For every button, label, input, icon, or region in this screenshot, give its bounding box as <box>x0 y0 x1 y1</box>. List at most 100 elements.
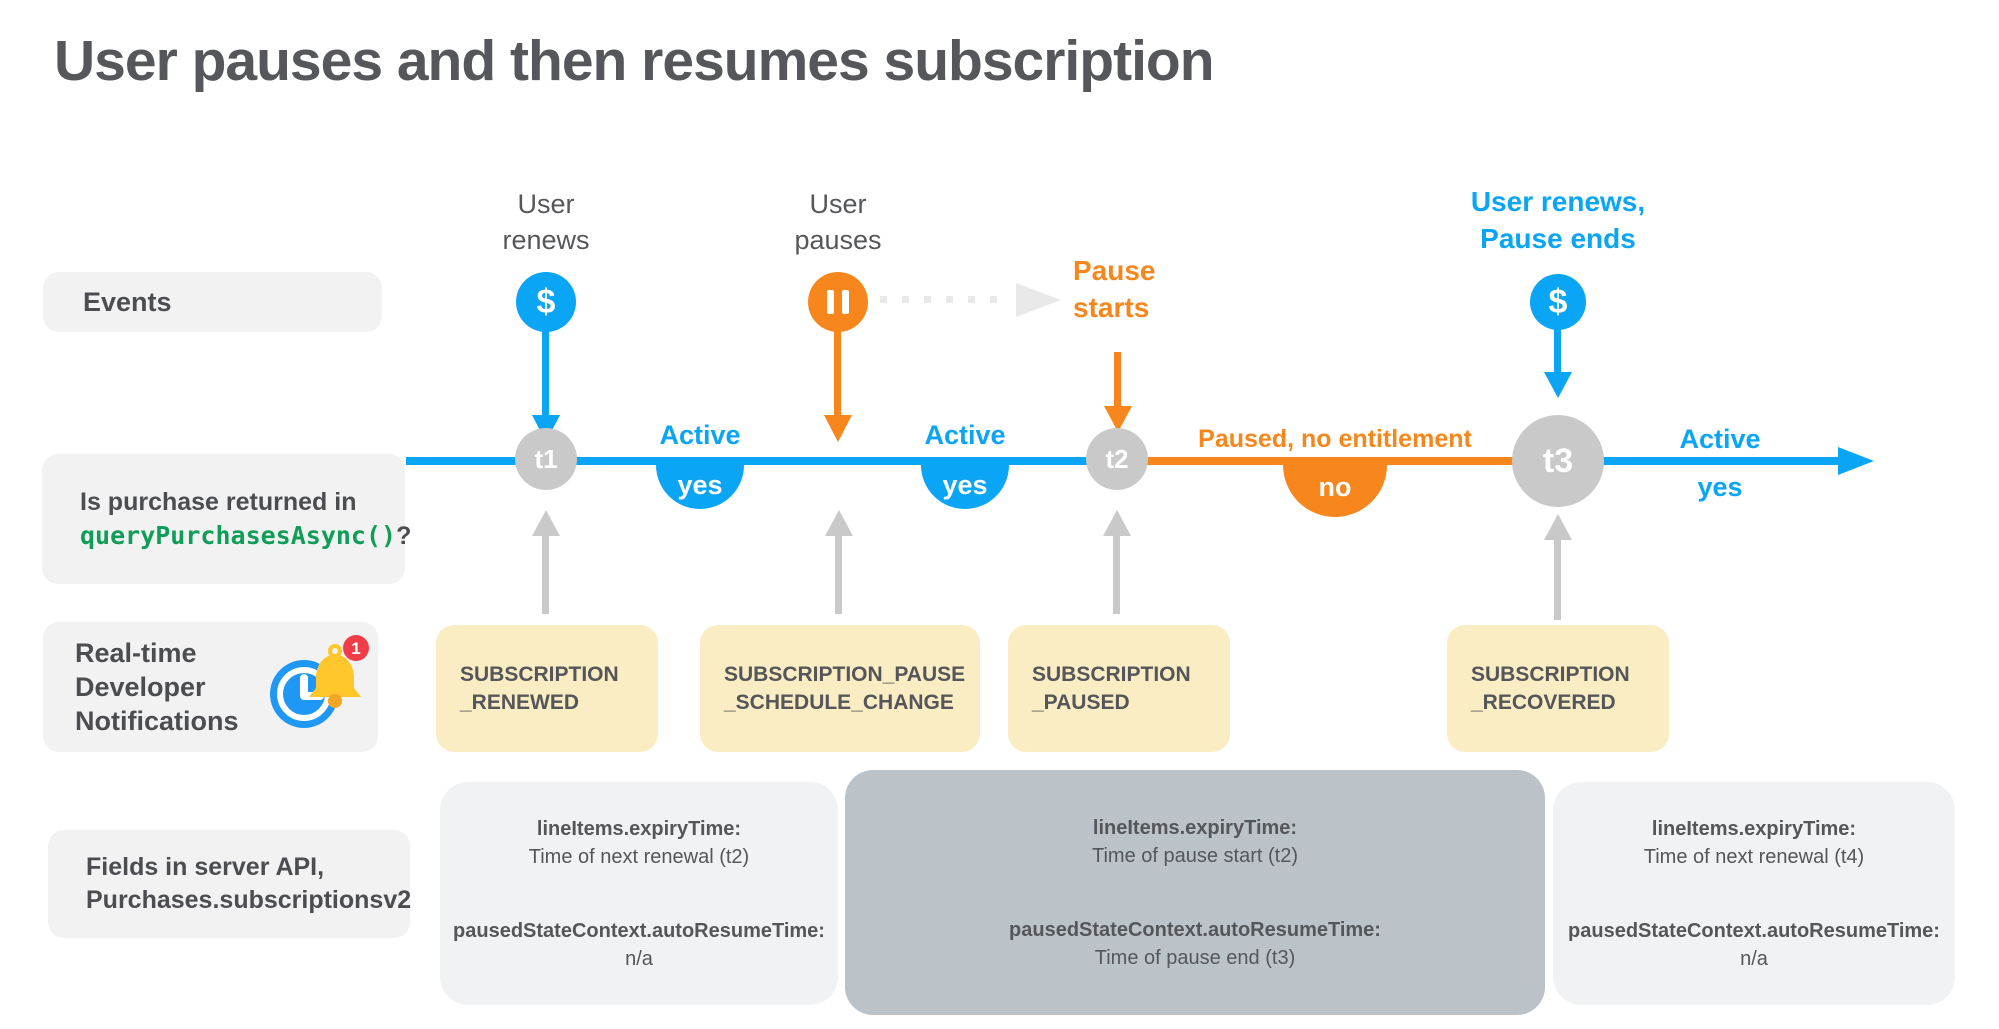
rtdn-label-line2: Developer <box>75 672 206 702</box>
rtdn-box1-line1: SUBSCRIPTION <box>460 662 619 686</box>
rtdn-label-line1: Real-time <box>75 638 197 668</box>
rtdn-box-pause-schedule-change: SUBSCRIPTION_PAUSE _SCHEDULE_CHANGE <box>700 625 980 752</box>
api-box3-stanza1: lineItems.expiryTime: Time of next renew… <box>1553 815 1955 871</box>
user-renews-pause-ends-label: User renews, Pause ends <box>1408 183 1708 257</box>
segment4-state: Active <box>1679 424 1761 454</box>
fields-label-line1: Fields in server API, <box>86 853 325 881</box>
api-box3-field2: pausedStateContext.autoResumeTime: <box>1568 919 1940 942</box>
segment2-answer-bubble: yes <box>921 465 1009 509</box>
timeline-segment-active1 <box>406 457 1117 465</box>
renew2-arrow-head <box>1544 372 1572 398</box>
pause-starts-line2: starts <box>1073 292 1150 323</box>
rtdn-box4-line1: SUBSCRIPTION <box>1471 662 1630 686</box>
marker-t3-label: t3 <box>1542 441 1574 480</box>
dotted-arrow-head <box>1016 283 1061 317</box>
dollar-glyph-2: $ <box>1548 282 1568 321</box>
segment3-answer-bubble: no <box>1283 465 1387 517</box>
rtdn-box1-line2: _RENEWED <box>460 690 580 714</box>
dollar-icon-2: $ <box>1530 274 1586 330</box>
notification-badge-count: 1 <box>351 639 360 658</box>
renew1-arrow-shaft <box>542 330 549 415</box>
user-pauses-line2: pauses <box>794 225 882 255</box>
fields-row-label: Fields in server API, Purchases.subscrip… <box>48 830 412 938</box>
api-box1-stanza1: lineItems.expiryTime: Time of next renew… <box>440 815 838 871</box>
rtdn-box2-line2: _SCHEDULE_CHANGE <box>724 690 954 714</box>
rtdn-up-arrow-shaft-3 <box>1113 536 1120 614</box>
pause-starts-arrow-shaft <box>1114 352 1121 406</box>
pause-starts-label: Pause starts <box>1073 252 1233 326</box>
rtdn-up-arrow-head-4 <box>1544 514 1572 540</box>
timeline-segment-paused <box>1117 457 1558 465</box>
segment1-state: Active <box>659 420 741 450</box>
rtdn-up-arrow-head-2 <box>825 510 853 536</box>
query-purchases-code: queryPurchasesAsync() <box>80 521 397 550</box>
marker-t2-label: t2 <box>1105 443 1129 474</box>
user-renews-line1: User <box>517 189 575 219</box>
pause-icon <box>808 272 868 332</box>
api-box2-stanza1: lineItems.expiryTime: Time of pause star… <box>845 814 1545 870</box>
dollar-icon: $ <box>516 272 576 332</box>
pause-arrow-shaft <box>834 330 841 415</box>
purchase-question-line1: Is purchase returned in <box>80 488 357 516</box>
clock-notification-icon: 1 <box>270 635 369 728</box>
api-box3-field1: lineItems.expiryTime: <box>1651 817 1857 840</box>
rtdn-box-subscription-paused: SUBSCRIPTION _PAUSED <box>1008 625 1230 752</box>
pause-starts-arrow-head <box>1104 406 1132 432</box>
user-renews-line2: renews <box>502 225 590 255</box>
api-box1-value1: Time of next renewal (t2) <box>528 845 750 868</box>
timeline-arrow-head <box>1838 447 1874 475</box>
api-box-before-pause: lineItems.expiryTime: Time of next renew… <box>440 782 838 1005</box>
api-box-after-resume: lineItems.expiryTime: Time of next renew… <box>1553 782 1955 1005</box>
api-box1-field1: lineItems.expiryTime: <box>536 817 742 840</box>
rtdn-box4-line2: _RECOVERED <box>1471 690 1616 714</box>
dollar-glyph: $ <box>536 282 556 321</box>
rtdn-up-arrow-shaft-4 <box>1554 540 1561 620</box>
page-title: User pauses and then resumes subscriptio… <box>54 29 1215 93</box>
rtdn-box2-line1: SUBSCRIPTION_PAUSE <box>724 662 966 686</box>
renews-pause-ends-line2: Pause ends <box>1480 223 1636 254</box>
api-box3-stanza2: pausedStateContext.autoResumeTime: n/a <box>1553 917 1955 973</box>
api-box1-stanza2: pausedStateContext.autoResumeTime: n/a <box>440 917 838 973</box>
api-box2-field1: lineItems.expiryTime: <box>1092 816 1298 839</box>
segment3-state: Paused, no entitlement <box>1198 425 1472 453</box>
api-box1-value2: n/a <box>625 947 653 970</box>
user-pauses-line1: User <box>809 189 867 219</box>
rtdn-box-subscription-recovered: SUBSCRIPTION _RECOVERED <box>1447 625 1669 752</box>
api-box-during-pause: lineItems.expiryTime: Time of pause star… <box>845 770 1545 1015</box>
purchase-question-label: Is purchase returned in queryPurchasesAs… <box>42 454 411 584</box>
rtdn-up-arrow-head-3 <box>1103 510 1131 536</box>
api-box2-value2: Time of pause end (t3) <box>1094 946 1296 969</box>
rtdn-up-arrow-shaft-2 <box>835 536 842 614</box>
events-row-label: Events <box>43 272 382 332</box>
rtdn-box-subscription-renewed: SUBSCRIPTION _RENEWED <box>436 625 658 752</box>
timeline-marker-t3: t3 <box>1512 415 1604 507</box>
bell-icon <box>309 654 361 697</box>
pause-arrow-head <box>824 415 852 442</box>
bell-clapper <box>328 694 342 708</box>
timeline-segment-active2 <box>1558 457 1838 465</box>
pause-starts-line1: Pause <box>1073 255 1156 286</box>
api-box1-field2: pausedStateContext.autoResumeTime: <box>453 919 825 942</box>
purchase-question-line2: queryPurchasesAsync()? <box>80 519 411 553</box>
segment1-answer-bubble: yes <box>656 465 744 509</box>
api-box2-field2: pausedStateContext.autoResumeTime: <box>1009 918 1381 941</box>
rtdn-box3-line1: SUBSCRIPTION <box>1032 662 1191 686</box>
user-pauses-label: User pauses <box>728 186 948 258</box>
dotted-arrow-line <box>880 296 1012 303</box>
question-mark: ? <box>396 522 412 550</box>
user-renews-label: User renews <box>436 186 656 258</box>
timeline-marker-t1: t1 <box>515 428 577 490</box>
rtdn-up-arrow-head-1 <box>532 510 560 536</box>
fields-label-line2: Purchases.subscriptionsv2 <box>86 886 412 914</box>
rtdn-up-arrow-shaft-1 <box>542 536 549 614</box>
rtdn-label-line3: Notifications <box>75 706 239 736</box>
renews-pause-ends-line1: User renews, <box>1470 186 1646 217</box>
api-box3-value1: Time of next renewal (t4) <box>1643 845 1865 868</box>
api-box2-stanza2: pausedStateContext.autoResumeTime: Time … <box>845 916 1545 972</box>
api-box2-value1: Time of pause start (t2) <box>1092 844 1298 867</box>
renew2-arrow-shaft <box>1554 328 1561 372</box>
api-box3-value2: n/a <box>1740 947 1768 970</box>
segment2-state: Active <box>924 420 1006 450</box>
rtdn-box3-line2: _PAUSED <box>1032 690 1130 714</box>
